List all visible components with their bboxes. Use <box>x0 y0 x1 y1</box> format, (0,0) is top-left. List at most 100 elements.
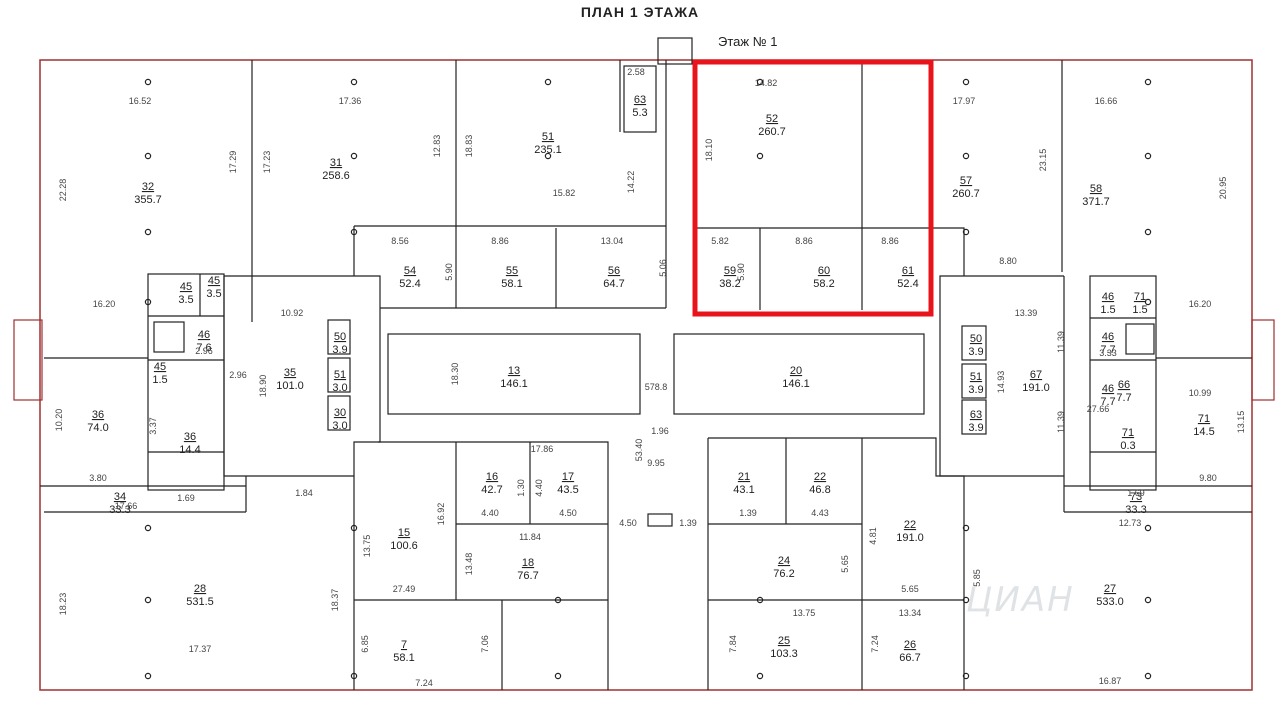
dimension-label: 18.83 <box>464 135 474 158</box>
dimension-label: 3.37 <box>148 417 158 435</box>
room-number: 54 <box>404 265 416 277</box>
dimension-label: 18.30 <box>450 363 460 386</box>
room-area: 3.0 <box>332 382 347 394</box>
room-number: 34 <box>114 491 126 503</box>
dimension-label: 13.15 <box>1236 411 1246 434</box>
room-number: 71 <box>1122 427 1134 439</box>
room-number: 45 <box>154 361 166 373</box>
room-area: 371.7 <box>1082 196 1110 208</box>
column-marker <box>144 672 152 680</box>
column-marker <box>350 228 358 236</box>
dimension-label: 1.84 <box>295 488 313 498</box>
plan-title: ПЛАН 1 ЭТАЖА <box>0 4 1280 20</box>
dimension-label: 6.85 <box>360 635 370 653</box>
dimension-label: 9.95 <box>647 458 665 468</box>
room-number: 36 <box>184 431 196 443</box>
dimension-label: 27.49 <box>393 584 416 594</box>
dimension-label: 4.40 <box>481 508 499 518</box>
column-marker <box>144 596 152 604</box>
column-marker <box>144 152 152 160</box>
dimension-label: 7.24 <box>870 635 880 653</box>
dimension-label: 14.82 <box>755 78 778 88</box>
room-area: 146.1 <box>500 378 528 390</box>
dimension-label: 4.50 <box>619 518 637 528</box>
room-number: 31 <box>330 157 342 169</box>
dimension-label: 18.10 <box>704 139 714 162</box>
room-area: 3.0 <box>332 420 347 432</box>
dimension-label: 5.90 <box>736 263 746 281</box>
room-number: 51 <box>334 369 346 381</box>
room-area: 103.3 <box>770 648 798 660</box>
dimension-label: 13.75 <box>362 535 372 558</box>
dimension-label: 16.92 <box>436 503 446 526</box>
elevator-30-left <box>327 395 351 431</box>
room-number: 63 <box>970 409 982 421</box>
elevator-50-left <box>327 319 351 355</box>
room-number: 58 <box>1090 183 1102 195</box>
dimension-label: 8.80 <box>999 256 1017 266</box>
dimension-label: 16.87 <box>1099 676 1122 686</box>
room-area: 3.9 <box>968 422 983 434</box>
column-marker <box>1144 298 1152 306</box>
room-number: 17 <box>562 471 574 483</box>
room-area: 258.6 <box>322 170 350 182</box>
room-number: 71 <box>1198 413 1210 425</box>
highlighted-area <box>692 59 934 317</box>
room-area: 14.4 <box>179 444 200 456</box>
dimension-label: 7.84 <box>728 635 738 653</box>
column-marker <box>144 78 152 86</box>
room-number: 28 <box>194 583 206 595</box>
dimension-label: 2.96 <box>229 370 247 380</box>
dimension-label: 16.66 <box>1095 96 1118 106</box>
room-number: 45 <box>180 281 192 293</box>
dimension-label: 13.75 <box>793 608 816 618</box>
room-number: 20 <box>790 365 802 377</box>
room-13 <box>387 333 641 415</box>
dimension-label: 16.20 <box>93 299 116 309</box>
wc-block-right <box>1089 275 1157 491</box>
room-number: 55 <box>506 265 518 277</box>
column-marker <box>756 152 764 160</box>
room-number: 67 <box>1030 369 1042 381</box>
dimension-label: 8.56 <box>391 236 409 246</box>
room-area: 58.1 <box>393 652 414 664</box>
room-area: 58.1 <box>501 278 522 290</box>
dimension-label: 1.69 <box>177 493 195 503</box>
dimension-label: 17.66 <box>115 501 138 511</box>
room-area: 100.6 <box>390 540 418 552</box>
dimension-label: 13.48 <box>464 553 474 576</box>
room-area: 46.8 <box>809 484 830 496</box>
dimension-label: 20.95 <box>1218 177 1228 200</box>
room-number: 46 <box>198 329 210 341</box>
dimension-label: 5.65 <box>901 584 919 594</box>
room-area: 74.0 <box>87 422 108 434</box>
column-marker <box>962 228 970 236</box>
dimension-label: 5.06 <box>658 259 668 277</box>
elevator-51-right <box>961 363 987 399</box>
room-number: 46 <box>1102 383 1114 395</box>
room-area: 33.3 <box>109 504 130 516</box>
room-number: 13 <box>508 365 520 377</box>
room-number: 46 <box>1102 291 1114 303</box>
dimension-label: 4.43 <box>811 508 829 518</box>
dimension-label: 7.06 <box>480 635 490 653</box>
column-marker <box>1144 524 1152 532</box>
dimension-label: 10.99 <box>1189 388 1212 398</box>
room-number: 36 <box>92 409 104 421</box>
column-marker <box>544 78 552 86</box>
room-area: 7.6 <box>196 342 211 354</box>
dimension-label: 3.80 <box>89 473 107 483</box>
column-marker <box>1144 228 1152 236</box>
room-number: 60 <box>818 265 830 277</box>
dimension-label: 23.15 <box>1038 149 1048 172</box>
dimension-label: 18.23 <box>58 593 68 616</box>
room-number: 35 <box>284 367 296 379</box>
left-wing <box>13 319 43 401</box>
room-area: 52.4 <box>897 278 918 290</box>
room-area: 38.2 <box>719 278 740 290</box>
room-area: 43.1 <box>733 484 754 496</box>
dimension-label: 1.39 <box>739 508 757 518</box>
dimension-label: 4.40 <box>534 479 544 497</box>
dimension-label: 22.28 <box>58 179 68 202</box>
